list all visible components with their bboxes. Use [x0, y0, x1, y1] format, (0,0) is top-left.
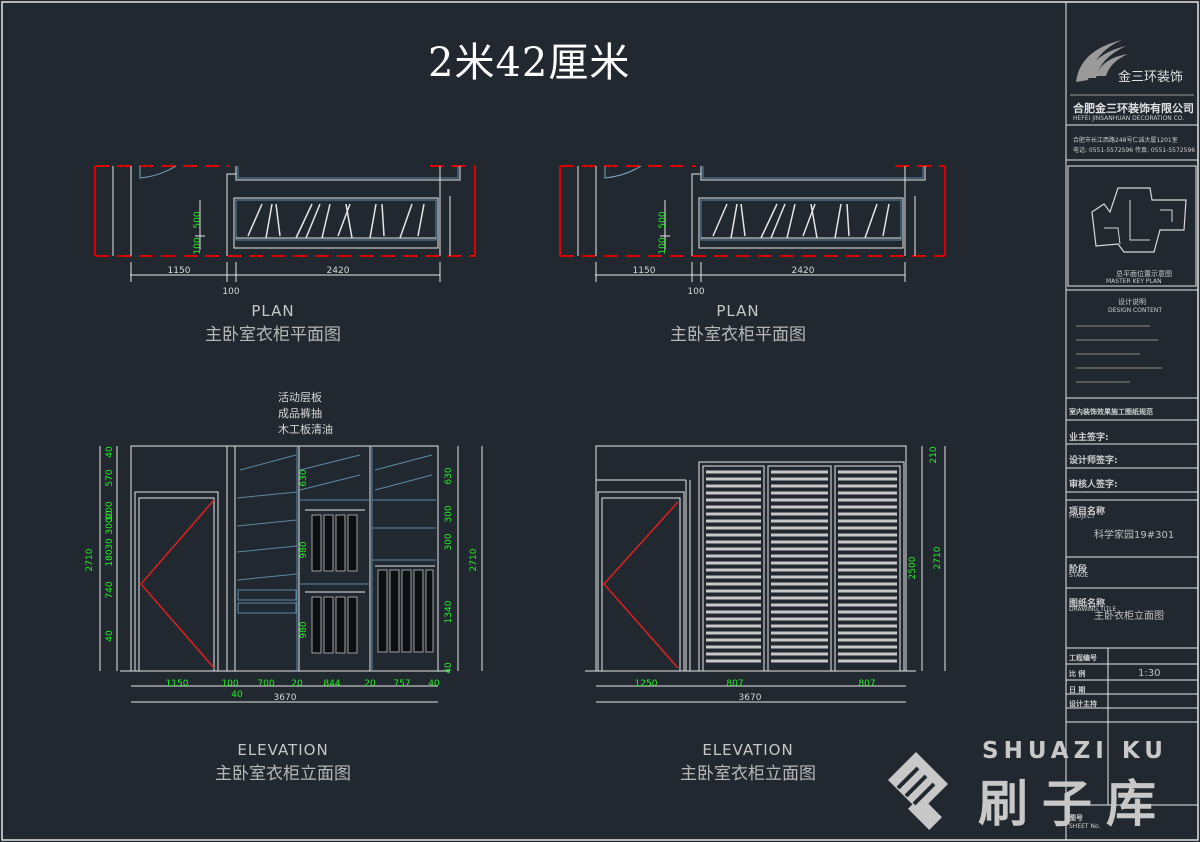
elev-dim-label: 300 — [444, 533, 454, 550]
sheet-label: 图号 — [1069, 814, 1083, 822]
company-name-cn: 合肥金三环装饰有限公司 — [1073, 102, 1194, 115]
plan-right-caption-en: PLAN — [716, 302, 760, 320]
elev-dim-label: 30 — [105, 538, 115, 550]
elev-dim-label: 807 — [726, 679, 743, 689]
designer-label: 设计主持 — [1069, 700, 1097, 708]
sheet-label-en: SHEET No. — [1069, 823, 1101, 830]
elev-dim-label: 200 — [105, 501, 115, 518]
elevation-view-right — [585, 445, 946, 703]
title-block-frame — [1065, 2, 1198, 840]
elev-dim-label: 40 — [428, 679, 440, 689]
title-block: 金三环装饰 合肥金三环装饰有限公司 HEFEI JINSANHUAN DECOR… — [1066, 2, 1197, 840]
owner-signature-label: 业主签字: — [1069, 433, 1109, 443]
design-label-en: DESIGN CONTENT — [1108, 307, 1163, 314]
plan-dim-label: 500 — [658, 211, 668, 228]
elev-dim-label: 40 — [444, 662, 454, 674]
plan-dim-label: 100 — [658, 237, 668, 254]
designer-signature-label: 设计师签字: — [1069, 456, 1118, 466]
note-shelf: 活动层板 — [278, 391, 322, 404]
elev-dim-label: 1340 — [444, 600, 454, 623]
plan-dim-label: 2420 — [792, 266, 815, 276]
elev-dim-label: 570 — [105, 469, 115, 486]
plan-dim-label: 1150 — [633, 266, 656, 276]
plan-dim-label: 2420 — [327, 266, 350, 276]
scale-label: 比 例 — [1069, 670, 1086, 678]
drawing-title-label-cn: 图纸名称 — [1069, 599, 1106, 609]
drawing-title: 2米42厘米 — [428, 40, 631, 86]
job-number-label: 工程编号 — [1069, 654, 1097, 662]
elev-dim-label: 1150 — [166, 679, 189, 689]
elev-dim-label: 2500 — [908, 556, 918, 579]
elev-dim-label: 40 — [105, 446, 115, 458]
plan-dim-label: 100 — [222, 287, 239, 297]
elev-dim-label: 630 — [444, 467, 454, 484]
stage-label-en: STAGE — [1069, 572, 1089, 579]
elev-dim-label: 20 — [291, 679, 303, 689]
elev-dim-label: 3670 — [739, 693, 762, 703]
elev-dim-label: 2710 — [85, 548, 95, 571]
plan-dim-label: 1150 — [168, 266, 191, 276]
reviewer-signature-label: 审核人签字: — [1069, 480, 1118, 490]
watermark: SHUAZI KU 刷子库 — [878, 732, 1178, 833]
elev-dim-label: 180 — [105, 549, 115, 566]
elev-right-caption-cn: 主卧室衣柜立面图 — [680, 764, 816, 784]
date-label: 日 期 — [1069, 686, 1086, 694]
drawing-title-label-en: DRAWING TITLE — [1069, 606, 1117, 613]
brush-icon — [888, 752, 948, 830]
elev-dim-label: 40 — [231, 690, 243, 700]
watermark-text-en: SHUAZI KU — [982, 738, 1168, 764]
company-logo-text: 金三环装饰 — [1118, 70, 1184, 85]
company-address: 合肥市长江西路248号仁诚大厦1201室 — [1073, 137, 1178, 144]
plan-dim-label: 100 — [687, 287, 704, 297]
elev-left-caption-cn: 主卧室衣柜立面图 — [215, 764, 351, 784]
plan-view-right — [559, 165, 946, 282]
elev-dim-label: 300 — [444, 505, 454, 522]
elev-dim-label: 20 — [364, 679, 376, 689]
elev-dim-label: 980 — [299, 621, 309, 638]
project-label-cn: 项目名称 — [1069, 507, 1106, 517]
plan-left-caption-en: PLAN — [251, 302, 295, 320]
plan-view-left — [94, 165, 476, 282]
drawing-title-value: 主卧衣柜立面图 — [1094, 611, 1164, 622]
elev-left-caption-en: ELEVATION — [237, 741, 329, 759]
stage-label-cn: 阶段 — [1069, 565, 1088, 575]
project-label-en: PROJECT — [1069, 513, 1095, 520]
plan-dim-label: 100 — [193, 237, 203, 254]
elev-dim-label: 3670 — [274, 693, 297, 703]
elev-dim-label: 1250 — [635, 679, 658, 689]
key-plan-label-cn: 总平面位置示意图 — [1116, 270, 1172, 278]
key-plan-label-en: MASTER KEY PLAN — [1106, 278, 1162, 285]
elev-dim-label: 844 — [323, 679, 340, 689]
elevation-view-left — [99, 445, 483, 703]
company-phone: 电话: 0551-5572596 传真: 0551-5572596 — [1073, 147, 1196, 154]
elev-right-caption-en: ELEVATION — [702, 741, 794, 759]
elev-dim-label: 40 — [105, 630, 115, 642]
plan-dim-label: 500 — [193, 211, 203, 228]
design-label-cn: 设计说明 — [1118, 298, 1146, 306]
elev-dim-label: 700 — [257, 679, 274, 689]
elev-dim-label: 740 — [105, 581, 115, 598]
elev-dim-label: 210 — [929, 446, 939, 463]
elev-dim-label: 807 — [858, 679, 875, 689]
project-value: 科学家园19#301 — [1094, 530, 1175, 541]
elev-dim-label: 630 — [299, 469, 309, 486]
elev-dim-label: 757 — [393, 679, 410, 689]
plan-left-caption-cn: 主卧室衣柜平面图 — [205, 325, 341, 345]
elev-dim-label: 100 — [221, 679, 238, 689]
elev-dim-label: 2710 — [469, 548, 479, 571]
elev-dim-label: 980 — [299, 541, 309, 558]
elev-dim-label: 2710 — [933, 546, 943, 569]
plan-right-caption-cn: 主卧室衣柜平面图 — [670, 325, 806, 345]
elev-dim-label: 300 — [105, 517, 115, 534]
scale-value: 1:30 — [1138, 668, 1161, 679]
elev-dim-label: 30 — [105, 510, 115, 522]
note-finish: 木工板清油 — [278, 423, 333, 436]
watermark-text-cn: 刷子库 — [978, 775, 1170, 833]
company-name-en: HEFEI JINSANHUAN DECORATION CO. — [1073, 115, 1185, 122]
notice-text: 室内装饰效果施工图纸规范 — [1069, 408, 1153, 416]
note-drawer: 成品裤抽 — [278, 407, 322, 420]
